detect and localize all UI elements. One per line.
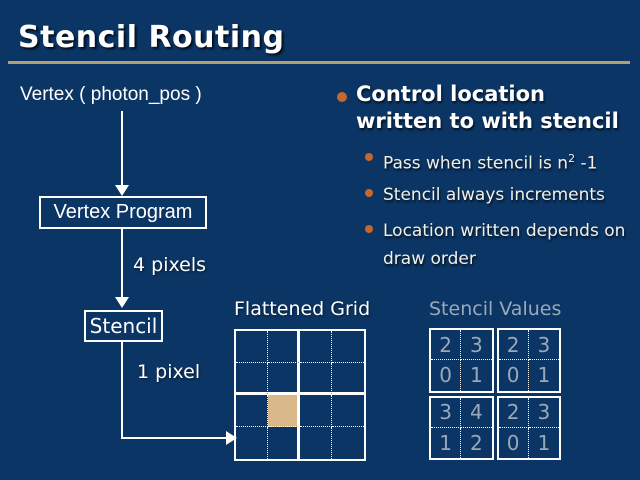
stencil-value-cell: 2 [498, 330, 529, 361]
sub-bullet-1-prefix: Pass when stencil is n [383, 153, 569, 174]
stencil-value-cell: 1 [537, 430, 551, 455]
vertex-program-label: Vertex Program [53, 201, 193, 223]
flow-elbow-horizontal-line [121, 437, 227, 439]
flattened-grid-cell [236, 427, 268, 459]
sub-bullet-3-icon [365, 225, 373, 233]
sub-bullet-2-icon [365, 189, 373, 197]
flattened-grid-cell [300, 427, 332, 459]
sub-bullet-1-icon [365, 153, 373, 161]
sub-bullet-3-text: Location written depends on draw order [383, 221, 626, 269]
stencil-value-cell: 3 [528, 330, 559, 361]
stencil-box-label: Stencil [89, 314, 158, 338]
stencil-value-cell: 0 [431, 360, 462, 391]
stencil-value-cell: 0 [499, 427, 529, 458]
flattened-grid-cell [300, 363, 332, 395]
stencil-values-quadrant: 3 4 1 2 [429, 395, 494, 460]
flattened-grid-cell [268, 363, 300, 395]
page-title: Stencil Routing [18, 20, 285, 55]
flattened-grid-cell [268, 331, 300, 363]
flattened-grid-title: Flattened Grid [234, 298, 371, 320]
stencil-values-quadrant: 2 3 0 1 [429, 328, 494, 393]
flattened-grid-cell [236, 331, 268, 363]
stencil-value-cell: 0 [499, 360, 529, 391]
stencil-value-cell: 1 [537, 363, 551, 388]
main-bullet-text: Control location written to with stencil [356, 82, 619, 133]
stencil-value-cell: 2 [498, 397, 529, 428]
stencil-value-cell: 3 [461, 330, 492, 361]
flattened-grid-highlight-cell [268, 395, 300, 427]
edge-label-4-pixels: 4 pixels [133, 254, 206, 276]
flattened-grid-cell [332, 427, 364, 459]
stencil-value-cell: 1 [431, 427, 462, 458]
stencil-values-grid: 2 3 0 1 2 3 0 1 3 4 1 2 2 3 0 1 [429, 328, 561, 460]
flattened-grid-cell [332, 331, 364, 363]
flattened-grid-cell [300, 395, 332, 427]
flattened-grid [234, 329, 366, 461]
stencil-value-cell: 2 [431, 330, 462, 361]
sub-bullet-1-superscript: 2 [568, 152, 576, 165]
title-divider [8, 61, 630, 64]
flow-arrow-2-line [121, 229, 123, 297]
sub-bullet-1-text: Pass when stencil is n2 -1 [383, 145, 633, 178]
main-bullet-icon [337, 92, 347, 102]
stencil-value-cell: 3 [528, 398, 559, 428]
stencil-value-cell: 1 [470, 363, 483, 388]
edge-label-1-pixel: 1 pixel [137, 361, 201, 383]
flow-arrow-1-line [121, 111, 123, 185]
stencil-values-title: Stencil Values [429, 298, 562, 320]
flattened-grid-cell [332, 363, 364, 395]
flattened-grid-cell [236, 395, 268, 427]
flow-arrow-2-head-icon [115, 297, 129, 308]
stencil-value-cell: 3 [431, 397, 462, 428]
flow-elbow-head-icon [226, 431, 237, 445]
stencil-values-quadrant: 2 3 0 1 [496, 395, 561, 460]
flattened-grid-cell [268, 427, 300, 459]
flattened-grid-cell [300, 331, 332, 363]
vertex-program-box: Vertex Program [39, 196, 207, 229]
flow-input-label: Vertex ( photon_pos ) [20, 84, 202, 105]
stencil-value-cell: 2 [470, 430, 483, 455]
sub-bullet-1-suffix: -1 [575, 153, 598, 174]
flattened-grid-cell [236, 363, 268, 395]
sub-bullet-2-text: Stencil always increments [383, 185, 605, 205]
stencil-box: Stencil [84, 310, 163, 342]
stencil-value-cell: 4 [461, 398, 492, 428]
stencil-values-quadrant: 2 3 0 1 [496, 328, 561, 393]
flow-elbow-vertical-line [121, 342, 123, 439]
flow-arrow-1-head-icon [115, 185, 129, 196]
flattened-grid-cell [332, 395, 364, 427]
